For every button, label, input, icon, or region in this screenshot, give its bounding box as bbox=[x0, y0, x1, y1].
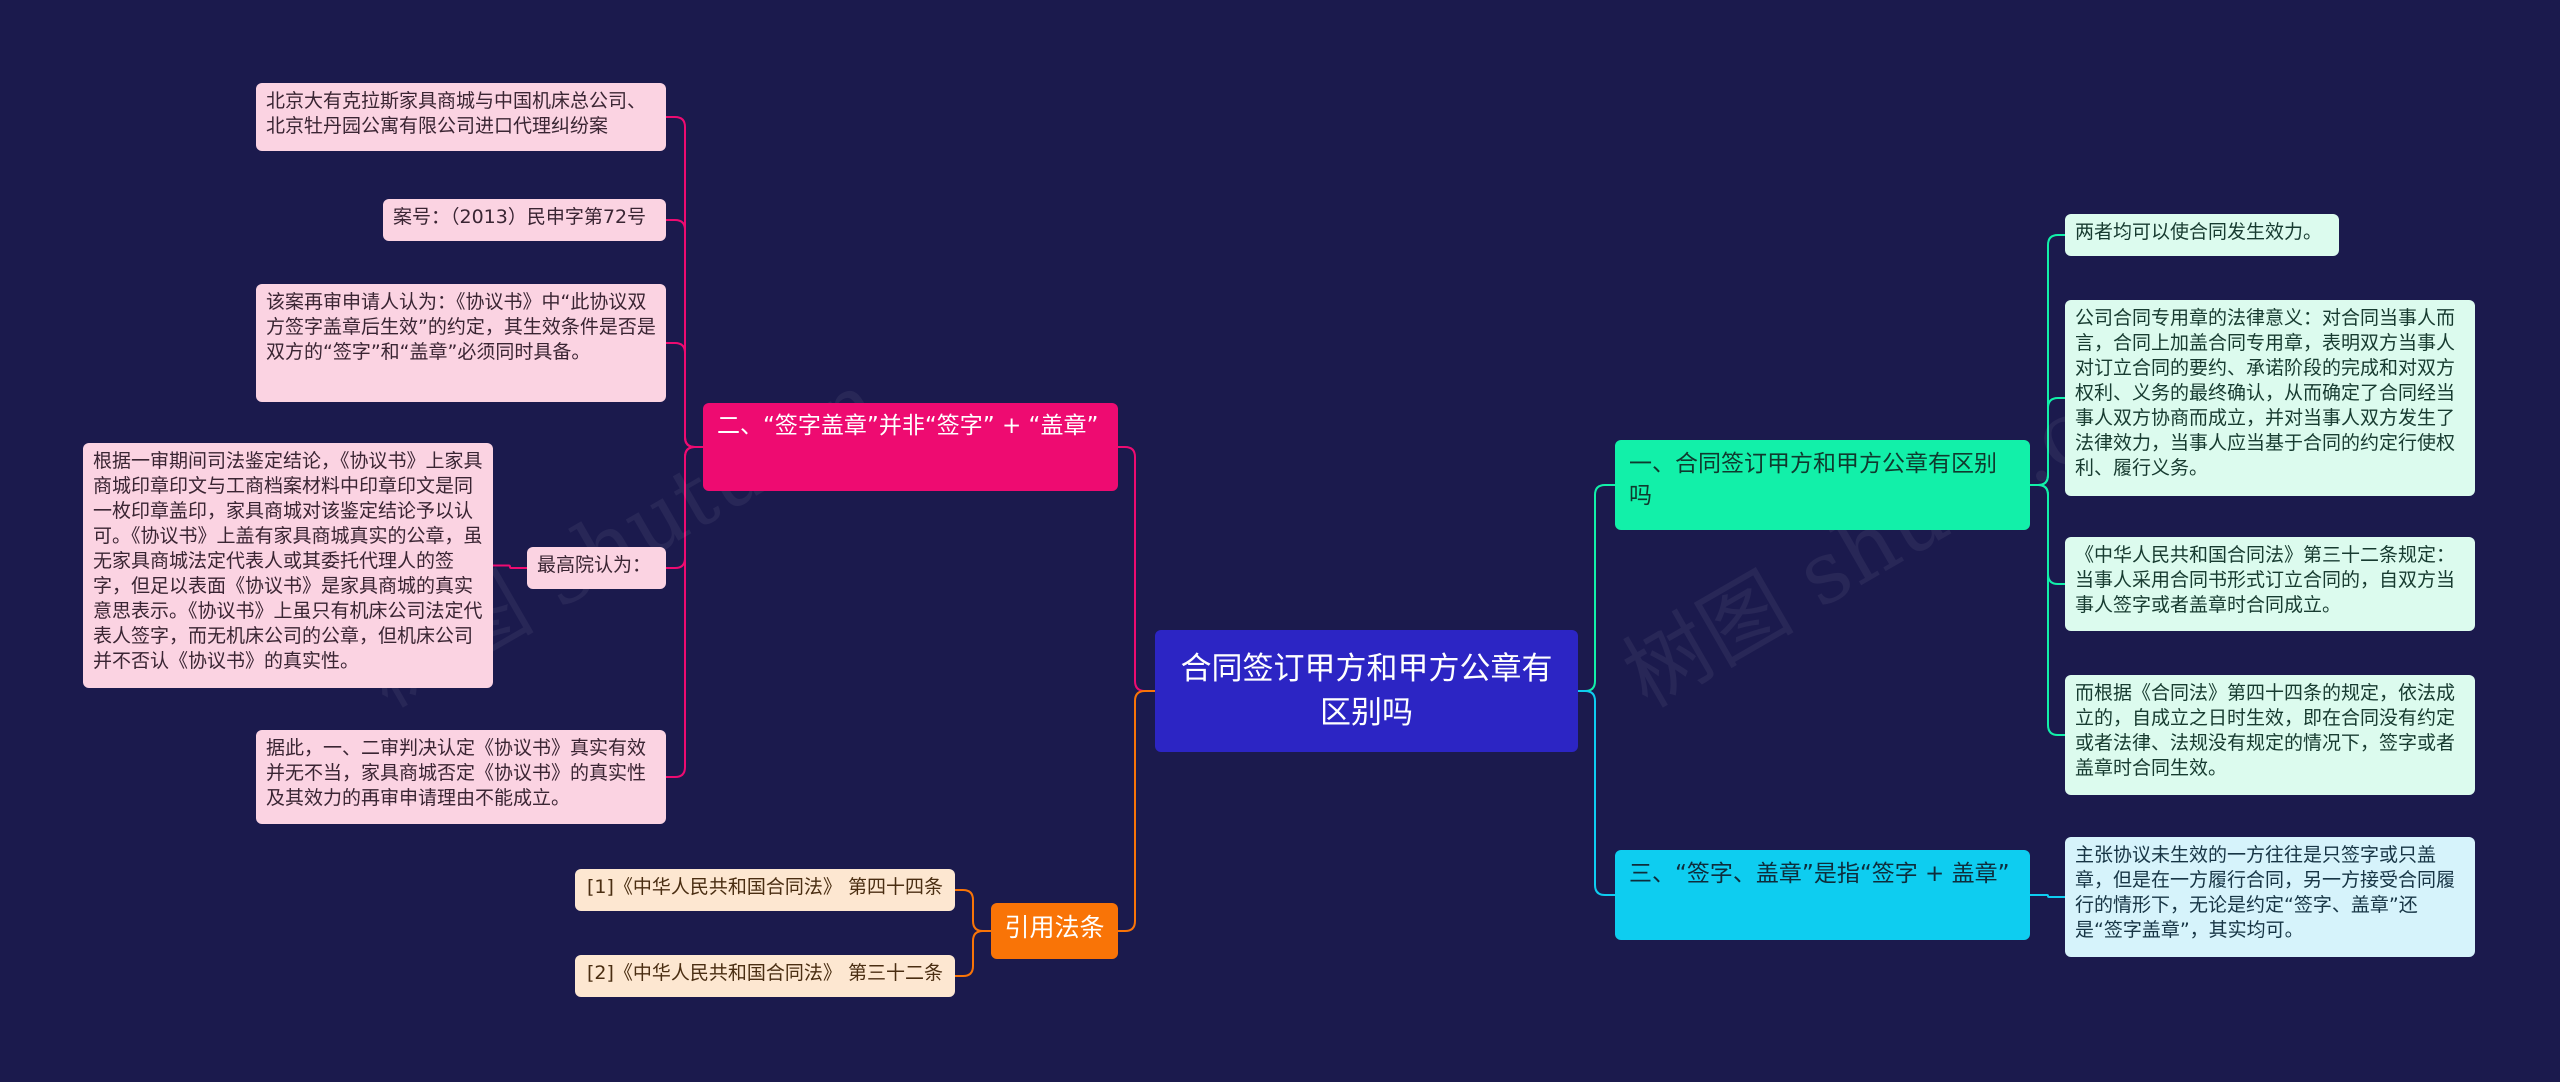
branch-1-leaf-4[interactable]: 而根据《合同法》第四十四条的规定，依法成立的，自成立之日时生效，即在合同没有约定… bbox=[2065, 675, 2475, 795]
branch-3-leaf-1[interactable]: 主张协议未生效的一方往往是只签字或只盖章，但是在一方履行合同，另一方接受合同履行… bbox=[2065, 837, 2475, 957]
branch-4-leaf-1[interactable]: [1]《中华人民共和国合同法》 第四十四条 bbox=[575, 869, 955, 911]
branch-2-leaf-5[interactable]: 据此，一、二审判决认定《协议书》真实有效并无不当，家具商城否定《协议书》的真实性… bbox=[256, 730, 666, 824]
branch-1-leaf-2[interactable]: 公司合同专用章的法律意义：对合同当事人而言，合同上加盖合同专用章，表明双方当事人… bbox=[2065, 300, 2475, 496]
branch-1-leaf-3[interactable]: 《中华人民共和国合同法》第三十二条规定：当事人采用合同书形式订立合同的，自双方当… bbox=[2065, 537, 2475, 631]
connector-branch-3-leaf-1 bbox=[2030, 894, 2065, 898]
branch-3-label: 三、“签字、盖章”是指“签字 + 盖章” bbox=[1629, 861, 2010, 887]
connector-root-branch-2 bbox=[1118, 446, 1155, 692]
branch-1-leaf-1[interactable]: 两者均可以使合同发生效力。 bbox=[2065, 214, 2339, 256]
branch-4-leaf-2[interactable]: [2]《中华人民共和国合同法》 第三十二条 bbox=[575, 955, 955, 997]
branch-node-1[interactable]: 一、合同签订甲方和甲方公章有区别吗 bbox=[1615, 440, 2030, 530]
branch-2-leaf-2[interactable]: 案号：（2013）民申字第72号 bbox=[383, 199, 666, 241]
root-label: 合同签订甲方和甲方公章有区别吗 bbox=[1180, 651, 1553, 731]
branch-node-3[interactable]: 三、“签字、盖章”是指“签字 + 盖章” bbox=[1615, 850, 2030, 940]
connector-branch-1-leaf-2 bbox=[2030, 397, 2065, 486]
connector-root-branch-4 bbox=[1118, 690, 1155, 932]
branch-2-subleaf-1[interactable]: 根据一审期间司法鉴定结论，《协议书》上家具商城印章印文与工商档案材料中印章印文是… bbox=[83, 443, 493, 688]
root-node[interactable]: 合同签订甲方和甲方公章有区别吗 bbox=[1155, 630, 1578, 752]
branch-2-label: 二、“签字盖章”并非“签字” + “盖章” bbox=[717, 413, 1099, 439]
connector-branch-1-leaf-4 bbox=[2030, 484, 2065, 736]
connector-branch-2-subleaf-1 bbox=[493, 564, 527, 569]
branch-1-label: 一、合同签订甲方和甲方公章有区别吗 bbox=[1629, 451, 1997, 509]
connector-root-branch-3 bbox=[1578, 690, 1615, 896]
connector-branch-2-leaf-3 bbox=[666, 342, 703, 448]
connector-branch-4-leaf-1 bbox=[955, 889, 991, 932]
connector-branch-4-leaf-2 bbox=[955, 930, 991, 977]
branch-4-label: 引用法条 bbox=[1004, 913, 1105, 942]
branch-2-leaf-1[interactable]: 北京大有克拉斯家具商城与中国机床总公司、北京牡丹园公寓有限公司进口代理纠纷案 bbox=[256, 83, 666, 151]
branch-2-leaf-3[interactable]: 该案再审申请人认为：《协议书》中“此协议双方签字盖章后生效”的约定，其生效条件是… bbox=[256, 284, 666, 402]
branch-2-leaf-4[interactable]: 最高院认为： bbox=[527, 547, 666, 589]
branch-node-2[interactable]: 二、“签字盖章”并非“签字” + “盖章” bbox=[703, 403, 1118, 491]
branch-node-4[interactable]: 引用法条 bbox=[991, 903, 1118, 959]
connector-root-branch-1 bbox=[1578, 484, 1615, 692]
connector-branch-2-leaf-5 bbox=[666, 446, 703, 778]
